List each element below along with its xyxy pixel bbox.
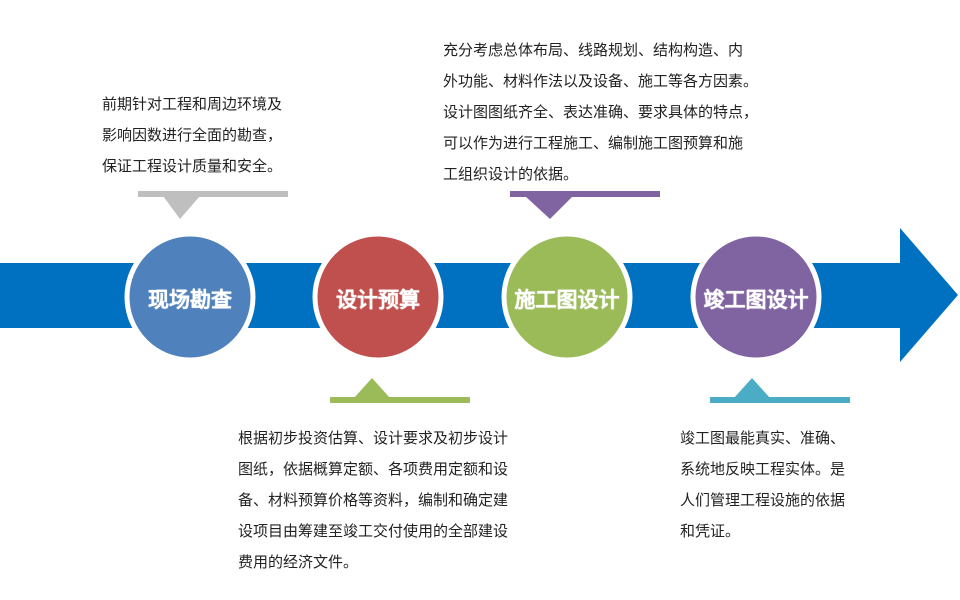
note-budget: 根据初步投资估算、设计要求及初步设计 图纸，依据概算定额、各项费用定额和设 备、… — [238, 423, 508, 578]
note-line: 根据初步投资估算、设计要求及初步设计 — [238, 429, 509, 447]
note-line: 设项目由筹建至竣工交付使用的全部建设 — [238, 522, 509, 540]
note-completion: 竣工图最能真实、准确、 系统地反映工程实体。是 人们管理工程设施的依据 和凭证。 — [680, 423, 845, 547]
callout-completion — [710, 378, 850, 403]
stage-label-completion: 竣工图设计 — [703, 288, 809, 312]
callout-survey — [138, 191, 288, 219]
stage-label-construction: 施工图设计 — [514, 288, 620, 312]
callout-construction — [510, 191, 660, 219]
note-line: 人们管理工程设施的依据 — [680, 491, 846, 509]
note-line: 设计图图纸齐全、表达准确、要求具体的特点， — [443, 103, 759, 121]
note-line: 系统地反映工程实体。是 — [680, 460, 846, 478]
note-line: 外功能、材料作法以及设备、施工等各方因素。 — [443, 72, 759, 90]
stage-circle-survey — [124, 231, 256, 363]
note-line: 工组织设计的依据。 — [443, 165, 579, 183]
note-line: 竣工图最能真实、准确、 — [680, 429, 846, 447]
stage-label-budget: 设计预算 — [336, 288, 420, 312]
stage-label-survey: 现场勘查 — [148, 288, 232, 312]
note-line: 图纸，依据概算定额、各项费用定额和设 — [238, 460, 509, 478]
stage-circle-budget — [312, 231, 444, 363]
stage-circle-completion — [690, 231, 822, 363]
note-survey: 前期针对工程和周边环境及 影响因数进行全面的勘查， 保证工程设计质量和安全。 — [102, 89, 282, 182]
note-line: 保证工程设计质量和安全。 — [102, 157, 283, 175]
timeline-arrow-head — [900, 228, 958, 362]
stage-circle-construction — [501, 231, 633, 363]
note-line: 充分考虑总体布局、线路规划、结构构造、内 — [443, 41, 744, 59]
note-line: 可以作为进行工程施工、编制施工图预算和施 — [443, 134, 744, 152]
callout-budget — [330, 378, 470, 403]
note-construction: 充分考虑总体布局、线路规划、结构构造、内 外功能、材料作法以及设备、施工等各方因… — [443, 35, 758, 190]
note-line: 备、材料预算价格等资料，编制和确定建 — [238, 491, 509, 509]
note-line: 和凭证。 — [680, 522, 741, 540]
note-line: 影响因数进行全面的勘查， — [102, 126, 283, 144]
note-line: 前期针对工程和周边环境及 — [102, 95, 283, 113]
note-line: 费用的经济文件。 — [238, 553, 359, 571]
